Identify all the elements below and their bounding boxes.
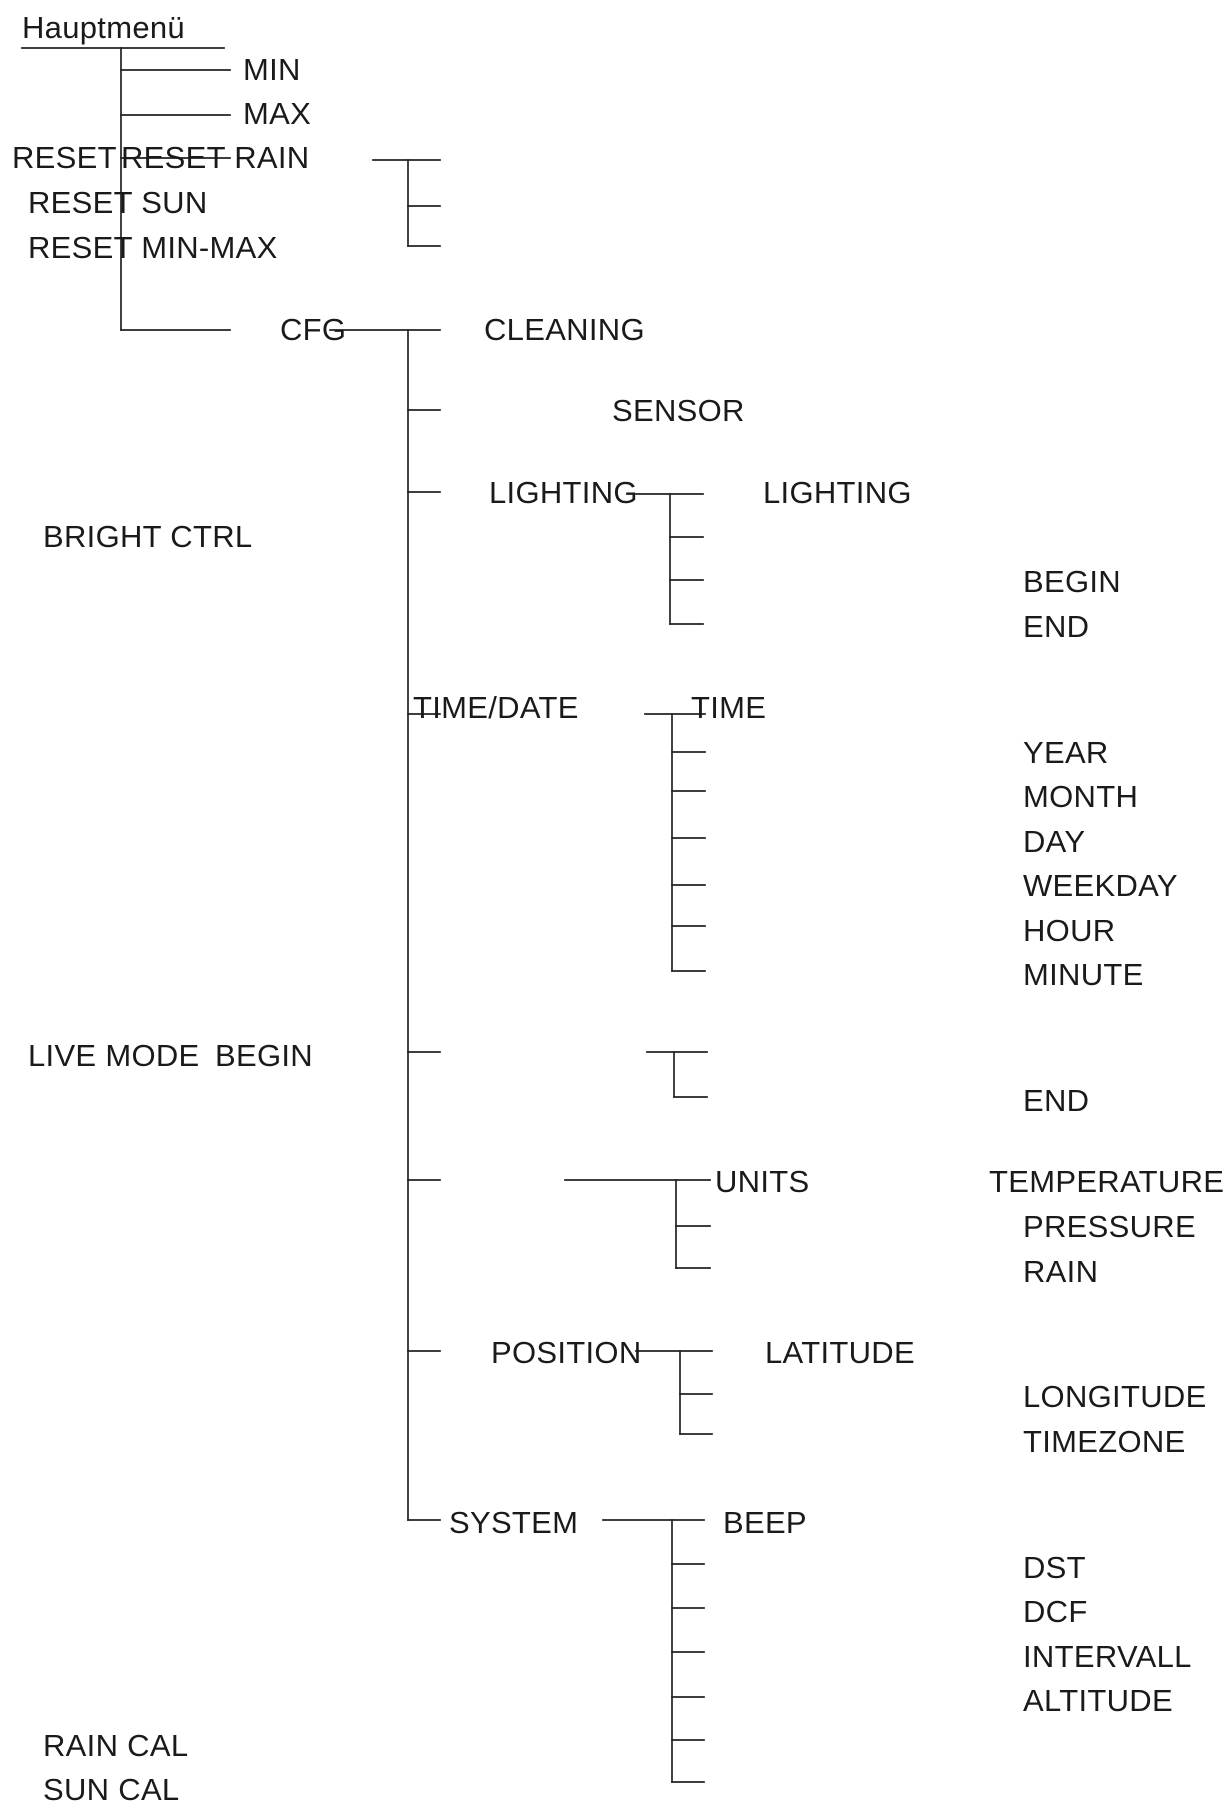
- node-lighting-begin: BEGIN: [1023, 564, 1121, 599]
- node-altitude: ALTITUDE: [1023, 1683, 1173, 1718]
- node-minute: MINUTE: [1023, 957, 1144, 992]
- node-longitude: LONGITUDE: [1023, 1379, 1207, 1414]
- node-lighting: LIGHTING: [489, 475, 638, 510]
- node-live-mode-end: END: [1023, 1083, 1090, 1118]
- root-label: Hauptmenü: [22, 10, 185, 45]
- node-rain: RAIN: [1023, 1254, 1099, 1289]
- node-sensor: SENSOR: [612, 393, 745, 428]
- node-rain-cal: RAIN CAL: [43, 1728, 189, 1763]
- node-max: MAX: [243, 96, 312, 131]
- node-sun-cal: SUN CAL: [43, 1772, 180, 1807]
- node-timezone: TIMEZONE: [1023, 1424, 1186, 1459]
- node-cleaning: CLEANING: [484, 312, 645, 347]
- node-year: YEAR: [1023, 735, 1109, 770]
- node-dcf: DCF: [1023, 1594, 1088, 1629]
- node-lighting-sub: LIGHTING: [763, 475, 912, 510]
- node-reset: RESET: [12, 140, 117, 175]
- node-time: TIME: [691, 690, 767, 725]
- node-reset-rain: RESET RAIN: [121, 140, 310, 175]
- node-position: POSITION: [491, 1335, 642, 1370]
- node-temperature: TEMPERATURE: [989, 1164, 1223, 1199]
- node-month: MONTH: [1023, 779, 1139, 814]
- node-units: UNITS: [715, 1164, 810, 1199]
- node-intervall: INTERVALL: [1023, 1639, 1192, 1674]
- node-weekday: WEEKDAY: [1023, 868, 1178, 903]
- node-bright-ctrl: BRIGHT CTRL: [43, 519, 253, 554]
- node-beep: BEEP: [723, 1505, 807, 1540]
- node-lighting-end: END: [1023, 609, 1090, 644]
- node-time-date: TIME/DATE: [413, 690, 579, 725]
- node-dst: DST: [1023, 1550, 1086, 1585]
- node-hour: HOUR: [1023, 913, 1116, 948]
- node-min: MIN: [243, 52, 301, 87]
- node-latitude: LATITUDE: [765, 1335, 915, 1370]
- node-system: SYSTEM: [449, 1505, 579, 1540]
- node-live-mode-begin: BEGIN: [215, 1038, 313, 1073]
- node-reset-minmax: RESET MIN-MAX: [28, 230, 278, 265]
- node-live-mode: LIVE MODE: [28, 1038, 200, 1073]
- node-pressure: PRESSURE: [1023, 1209, 1196, 1244]
- node-cfg: CFG: [280, 312, 347, 347]
- node-day: DAY: [1023, 824, 1086, 859]
- node-reset-sun: RESET SUN: [28, 185, 208, 220]
